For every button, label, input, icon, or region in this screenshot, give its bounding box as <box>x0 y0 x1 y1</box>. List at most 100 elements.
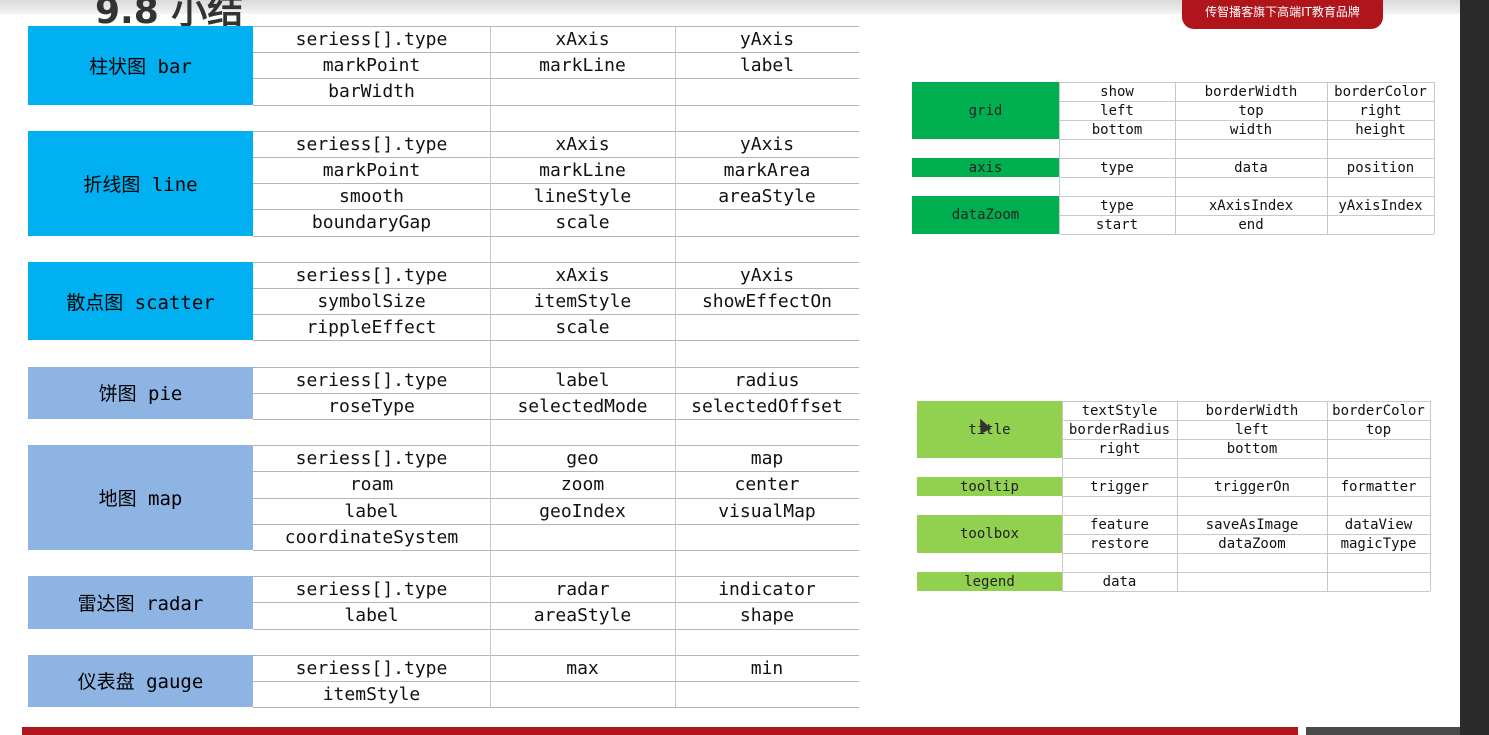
table-cell: seriess[].type <box>295 133 448 155</box>
table-cell: yAxisIndex <box>1338 198 1423 214</box>
table-cell: label <box>555 369 610 391</box>
row-header: 地图 map <box>28 445 253 550</box>
row-header: legend <box>917 572 1062 591</box>
row-divider <box>253 314 859 316</box>
table-cell: shape <box>739 605 795 627</box>
table-cell: selectedMode <box>517 395 648 417</box>
row-header: axis <box>912 158 1059 177</box>
table-cell: lineStyle <box>533 186 632 208</box>
row-header: 折线图 line <box>28 130 253 236</box>
row-divider <box>253 288 859 289</box>
table-cell: label <box>739 55 795 77</box>
table-cell: end <box>1238 217 1264 233</box>
table-cell: triggerOn <box>1214 479 1290 495</box>
table-cell: height <box>1355 122 1406 138</box>
row-divider <box>253 628 859 630</box>
table-cell: saveAsImage <box>1205 517 1299 533</box>
table-cell: seriess[].type <box>295 657 448 679</box>
right-edge-shadow <box>1460 0 1489 735</box>
table-cell: right <box>1098 441 1141 457</box>
table-cell: seriess[].type <box>295 448 448 470</box>
table-cell: selectedOffset <box>691 395 843 417</box>
table-cell: width <box>1229 122 1273 138</box>
table-cell: yAxis <box>739 29 795 50</box>
table-cell: areaStyle <box>718 186 816 208</box>
row-divider <box>1062 515 1430 516</box>
table-cell: radar <box>555 579 610 601</box>
row-divider <box>1059 196 1434 197</box>
column-divider <box>1175 82 1176 234</box>
row-divider <box>253 52 859 54</box>
table-cell: type <box>1100 198 1134 214</box>
row-header: 柱状图 bar <box>28 26 253 105</box>
table-cell: geo <box>566 448 599 470</box>
table-cell: xAxis <box>555 264 610 286</box>
table-cell: barWidth <box>328 81 415 103</box>
table-cell: position <box>1346 160 1415 176</box>
row-divider <box>253 550 859 551</box>
column-divider <box>1059 82 1060 234</box>
row-header: 散点图 scatter <box>28 261 253 341</box>
table-cell: top <box>1238 103 1264 119</box>
table-cell: feature <box>1089 517 1149 533</box>
table-cell: magicType <box>1340 536 1417 552</box>
table-cell: markLine <box>539 55 626 77</box>
table-cell: top <box>1365 422 1392 438</box>
row-divider <box>1062 477 1430 478</box>
table-cell: dataZoom <box>1218 536 1286 552</box>
table-cell: restore <box>1089 536 1149 552</box>
column-divider <box>1327 82 1328 234</box>
table-cell: label <box>344 605 399 627</box>
row-divider <box>253 602 859 604</box>
table-cell: seriess[].type <box>295 29 448 50</box>
row-divider <box>253 654 859 656</box>
row-header: 雷达图 radar <box>28 576 253 629</box>
table-cell: scale <box>555 317 610 339</box>
table-cell: right <box>1359 103 1402 119</box>
column-divider <box>1434 82 1435 234</box>
table-cell: trigger <box>1089 479 1149 495</box>
row-divider <box>253 471 859 473</box>
row-divider <box>253 576 859 578</box>
row-divider <box>1059 101 1434 102</box>
row-header: 仪表盘 gauge <box>28 654 253 708</box>
row-divider <box>1062 439 1430 440</box>
row-divider <box>253 26 859 27</box>
table-cell: borderRadius <box>1068 422 1171 438</box>
row-divider <box>1059 215 1434 216</box>
row-divider <box>1059 158 1434 159</box>
table-cell: start <box>1095 217 1139 233</box>
table-cell: seriess[].type <box>295 264 448 286</box>
table-cell: formatter <box>1340 479 1417 495</box>
row-header: tooltip <box>917 477 1062 496</box>
row-divider <box>1059 234 1434 235</box>
table-cell: show <box>1100 84 1134 100</box>
table-cell: yAxis <box>739 133 795 155</box>
column-divider <box>1177 401 1178 591</box>
table-cell: borderColor <box>1334 84 1427 100</box>
column-divider <box>490 26 491 708</box>
table-cell: markLine <box>539 160 626 181</box>
table-cell: map <box>750 448 784 470</box>
column-divider <box>1430 401 1431 591</box>
row-divider <box>253 366 859 368</box>
table-cell: type <box>1100 160 1134 176</box>
row-divider <box>253 497 859 499</box>
table-cell: data <box>1102 574 1137 590</box>
table-cell: areaStyle <box>533 605 632 627</box>
table-cell: max <box>566 657 599 679</box>
row-divider <box>253 681 859 682</box>
row-divider <box>253 261 859 263</box>
row-divider <box>253 523 859 525</box>
table-cell: seriess[].type <box>295 579 448 601</box>
row-divider <box>1062 458 1430 459</box>
table-cell: left <box>1235 422 1269 438</box>
row-divider <box>253 707 859 709</box>
table-cell: xAxis <box>555 29 610 50</box>
table-cell: itemStyle <box>322 684 421 705</box>
row-divider <box>1062 553 1430 554</box>
row-divider <box>253 78 859 80</box>
table-cell: radius <box>734 369 800 391</box>
table-cell: borderColor <box>1332 403 1425 419</box>
